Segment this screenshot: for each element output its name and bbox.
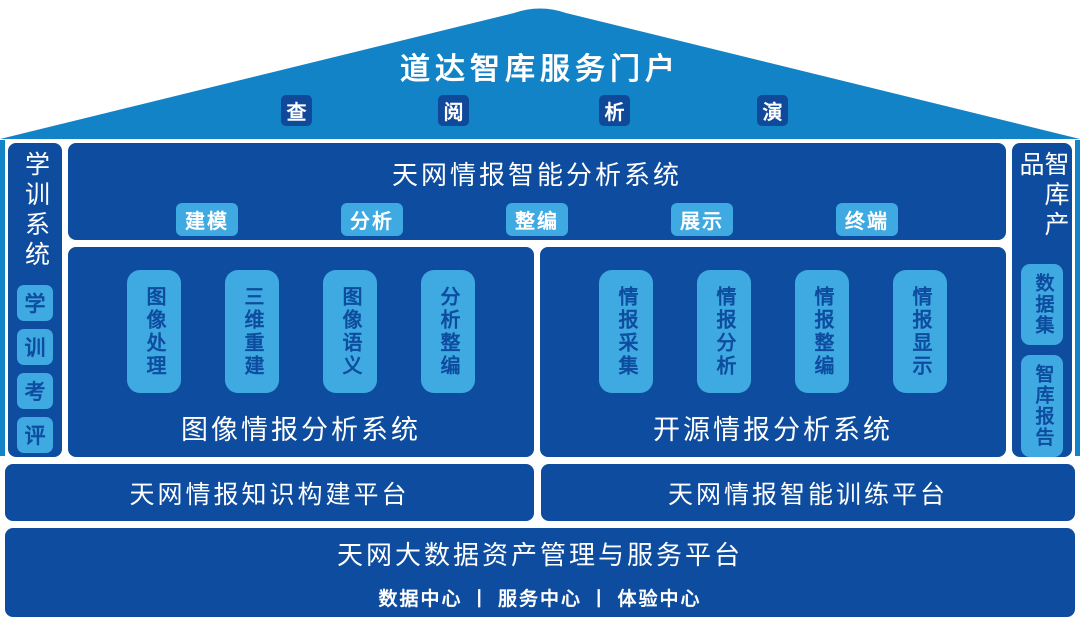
- bigdata-platform-panel: 天网大数据资产管理与服务平台 数据中心 丨 服务中心 丨 体验中心: [5, 528, 1075, 617]
- bigdata-platform-title: 天网大数据资产管理与服务平台: [336, 539, 743, 570]
- pill-row: 情报采集 情报分析 情报整编 情报显示: [599, 270, 947, 393]
- pill-label: 分析整编: [437, 285, 459, 378]
- training-badge: 训: [17, 329, 53, 365]
- pill-label: 情报采集: [615, 285, 637, 378]
- function-pill: 分析整编: [421, 270, 475, 393]
- product-pill: 数据集: [1021, 264, 1063, 345]
- pill-label: 情报显示: [909, 285, 931, 378]
- osint-system-panel: 情报采集 情报分析 情报整编 情报显示 开源情报分析系统: [540, 247, 1006, 457]
- portal-title: 道达智库服务门户: [400, 53, 680, 86]
- image-intel-title: 图像情报分析系统: [181, 415, 421, 445]
- band-badge: 建模: [176, 203, 238, 236]
- intelligent-analysis-system-panel: 天网情报智能分析系统 建模 分析 整编 展示 终端: [68, 143, 1006, 240]
- roof-shape: [0, 8, 1080, 139]
- band-badge-row: 建模 分析 整编 展示 终端: [176, 203, 898, 236]
- function-pill: 三维重建: [225, 270, 279, 393]
- training-badge: 评: [17, 417, 53, 453]
- training-badge: 学: [17, 285, 53, 321]
- band-badge: 整编: [506, 203, 568, 236]
- function-pill: 图像语义: [323, 270, 377, 393]
- function-pill: 图像处理: [127, 270, 181, 393]
- band-badge: 终端: [836, 203, 898, 236]
- right-eave-strip: [1075, 140, 1080, 456]
- function-pill: 情报显示: [893, 270, 947, 393]
- training-system-panel: 学训系统 学 训 考 评: [8, 143, 62, 457]
- training-badge: 考: [17, 373, 53, 409]
- thinktank-products-panel: 智库产品 数据集 智库报告: [1012, 143, 1072, 457]
- pill-row: 图像处理 三维重建 图像语义 分析整编: [127, 270, 475, 393]
- left-eave-strip: [0, 140, 5, 456]
- pill-label: 情报整编: [811, 285, 833, 378]
- pill-label: 图像语义: [339, 285, 361, 378]
- band-badge: 展示: [671, 203, 733, 236]
- thinktank-products-title: 智库产品: [1016, 151, 1069, 241]
- training-platform-label: 天网情报智能训练平台: [667, 480, 948, 509]
- function-pill: 情报分析: [697, 270, 751, 393]
- pill-label: 图像处理: [143, 285, 165, 378]
- roof-badge: 演: [757, 95, 788, 126]
- osint-title: 开源情报分析系统: [653, 415, 893, 445]
- roof-badge: 析: [599, 95, 630, 126]
- roof-badge: 阅: [438, 95, 469, 126]
- bigdata-platform-centers: 数据中心 丨 服务中心 丨 体验中心: [378, 588, 702, 610]
- intelligent-analysis-title: 天网情报智能分析系统: [391, 160, 682, 190]
- pill-label: 三维重建: [241, 285, 263, 378]
- function-pill: 情报采集: [599, 270, 653, 393]
- image-intel-system-panel: 图像处理 三维重建 图像语义 分析整编 图像情报分析系统: [68, 247, 534, 457]
- training-platform-bar: 天网情报智能训练平台: [541, 464, 1075, 521]
- knowledge-platform-bar: 天网情报知识构建平台: [5, 464, 534, 521]
- pill-label: 情报分析: [713, 285, 735, 378]
- roof-badge: 查: [281, 95, 312, 126]
- knowledge-platform-label: 天网情报知识构建平台: [129, 480, 410, 509]
- band-badge: 分析: [341, 203, 403, 236]
- function-pill: 情报整编: [795, 270, 849, 393]
- training-system-title: 学训系统: [21, 151, 50, 271]
- product-pill: 智库报告: [1021, 355, 1063, 457]
